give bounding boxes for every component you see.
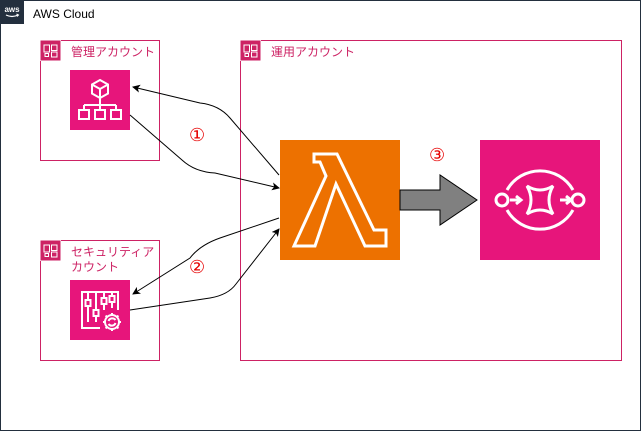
sqs-icon [480,140,600,260]
arrow-lambda-to-sqs [399,174,478,226]
arrow-lambda-to-security [132,217,280,295]
account-icon [40,240,61,261]
arrow-security-to-lambda [129,228,280,311]
step-2-label: ② [189,257,206,278]
aws-logo-icon: aws [0,0,24,24]
organizations-icon [70,70,130,130]
lambda-icon [280,140,400,260]
account-icon [240,40,261,61]
arrow-management-to-lambda [129,114,280,191]
svg-text:aws: aws [4,5,20,14]
step-1-label: ① [189,125,206,146]
management-account-label: 管理アカウント [71,45,156,59]
security-account-label-line1: セキュリティア [71,245,155,259]
step-3-label: ③ [429,145,446,166]
aws-cloud-label: AWS Cloud [33,7,95,21]
operations-account-label: 運用アカウント [271,45,356,59]
management-account-group: 管理アカウント [40,40,160,161]
security-account-group: セキュリティア カウント [40,240,160,361]
security-account-label-line2: カウント [71,260,120,274]
account-icon [40,40,61,61]
security-hub-icon [70,280,130,340]
operations-account-group: 運用アカウント [240,40,622,361]
arrow-lambda-to-management [132,84,280,176]
